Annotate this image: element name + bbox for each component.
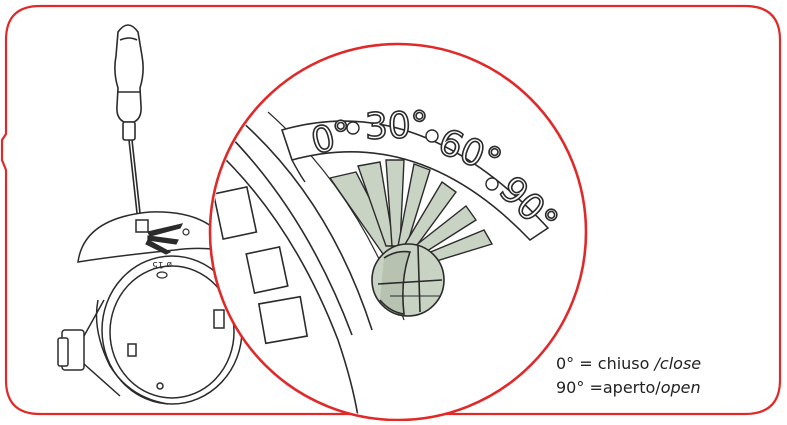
scale-dot bbox=[425, 129, 439, 143]
scale-mark-30: 30° bbox=[364, 105, 429, 148]
legend-open-value: 90° bbox=[556, 378, 585, 397]
legend-open-en: open bbox=[660, 378, 701, 397]
screwdriver-icon bbox=[114, 24, 144, 223]
small-scale-icon bbox=[145, 223, 190, 279]
legend: 0° = chiuso /close 90° =aperto/open bbox=[556, 352, 701, 400]
legend-closed-eq: = bbox=[579, 354, 593, 373]
legend-closed: 0° = chiuso /close bbox=[556, 352, 701, 376]
legend-open: 90° =aperto/open bbox=[556, 376, 701, 400]
scale-dot bbox=[346, 121, 360, 135]
legend-closed-value: 0° bbox=[556, 354, 575, 373]
duct-wall-inner bbox=[221, 127, 353, 336]
legend-open-eq: = bbox=[589, 378, 603, 397]
legend-open-it: aperto/ bbox=[602, 378, 661, 397]
duct-block bbox=[257, 295, 309, 345]
shaft-knob bbox=[371, 243, 445, 317]
duct-wall-outer bbox=[212, 139, 361, 418]
callout-frame bbox=[0, 4, 782, 416]
duct-block bbox=[212, 186, 258, 240]
position-scale-icon bbox=[328, 159, 494, 267]
scale-plate bbox=[280, 120, 550, 242]
legend-closed-en: /close bbox=[654, 354, 702, 373]
damper-label: ø 15 bbox=[152, 259, 172, 269]
legend-closed-it: chiuso bbox=[597, 354, 650, 373]
scale-dot bbox=[485, 177, 499, 191]
